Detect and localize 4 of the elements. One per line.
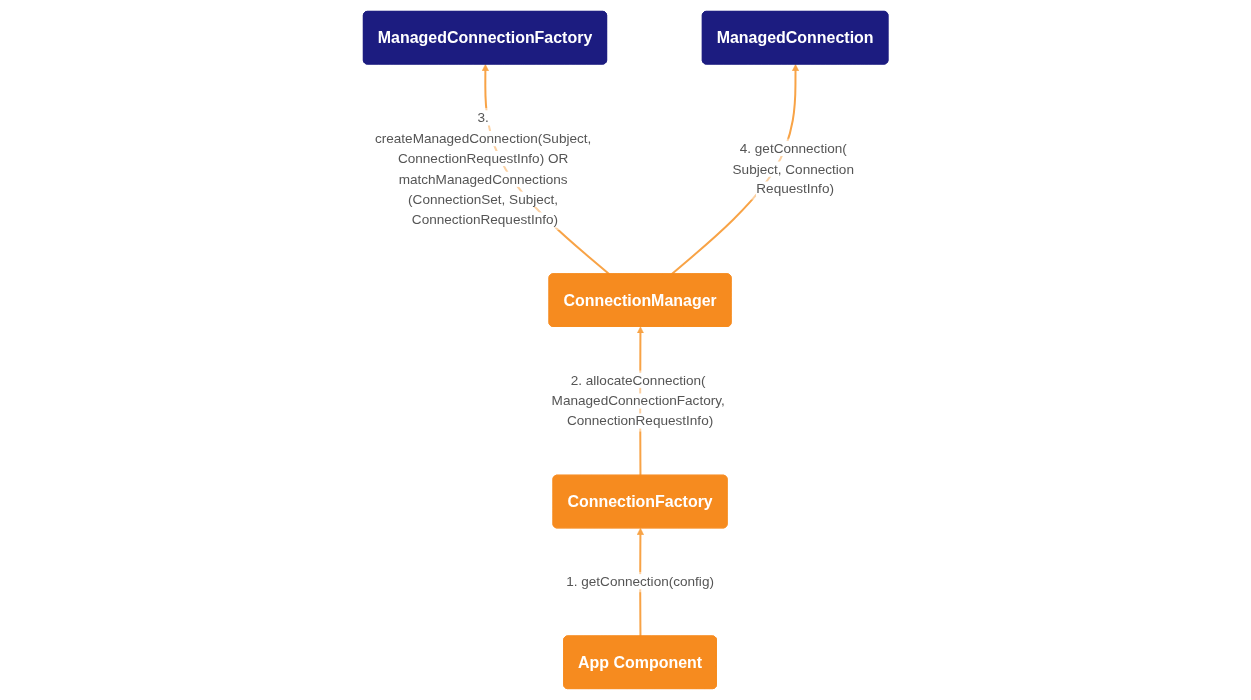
edge-label: 2. allocateConnection( ManagedConnectionFactory, ConnectionRequestInfo) — [551, 372, 725, 429]
edge-label: 4. getConnection( Subject, Connection RequestInfo) — [732, 140, 854, 197]
edge-label: 1. getConnection(config) — [566, 574, 714, 590]
edge-label: 3. createManagedConnection(Subject, ConnectionRequestInfo) OR matchManagedConnections (ConnectionSet, Subject, ConnectionRequestInfo) — [374, 110, 592, 228]
